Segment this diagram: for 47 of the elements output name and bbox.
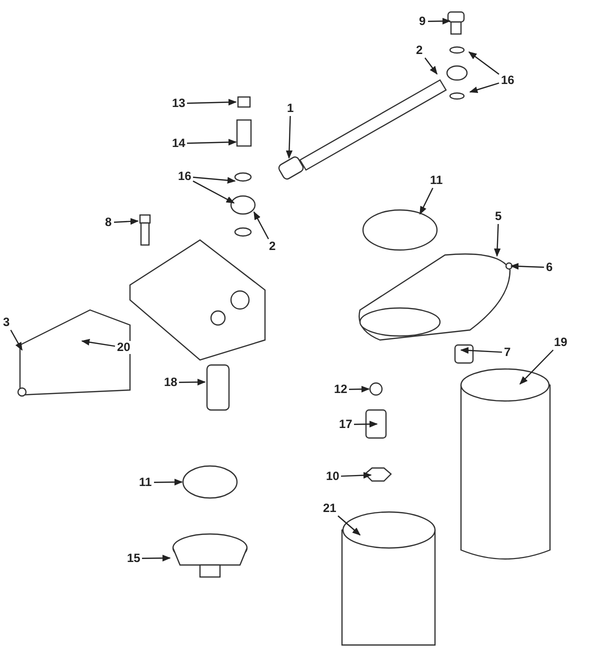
callout-number: 1: [286, 102, 295, 115]
leader-line: [340, 472, 372, 479]
callout-number: 17: [338, 418, 354, 431]
leader-line: [419, 188, 434, 215]
callout-number: 16: [177, 170, 192, 183]
callout-number: 10: [325, 470, 340, 483]
leader-line: [460, 347, 502, 354]
callout-number: 16: [500, 74, 516, 87]
callout-number: 2: [268, 240, 277, 253]
callout-number: 14: [171, 137, 186, 150]
callout-number: 3: [2, 316, 11, 329]
leader-line: [428, 18, 451, 24]
callout-number: 6: [545, 261, 554, 274]
leader-line: [154, 478, 183, 486]
leader-line: [186, 138, 237, 146]
leader-line: [468, 52, 500, 75]
leader-line: [286, 116, 293, 159]
leader-line: [114, 218, 139, 225]
callout-number: 20: [116, 341, 132, 354]
callout-number: 11: [429, 174, 444, 187]
leader-line: [519, 350, 554, 385]
leader-line: [10, 330, 23, 351]
leader-line: [354, 420, 378, 428]
callout-number: 15: [126, 552, 142, 565]
leader-line: [494, 224, 501, 257]
callout-number: 19: [553, 336, 568, 349]
leader-line: [179, 378, 206, 386]
leader-line: [469, 82, 500, 93]
callout-number: 11: [138, 476, 153, 489]
callout-number: 8: [104, 216, 113, 229]
leader-line: [348, 386, 370, 392]
leader-line: [253, 211, 269, 240]
leader-line: [192, 176, 236, 184]
callout-number: 5: [494, 210, 503, 223]
leader-line: [424, 58, 438, 75]
leader-line: [186, 98, 237, 106]
leader-line: [192, 180, 235, 204]
callout-number: 18: [163, 376, 178, 389]
callout-number: 12: [333, 383, 348, 396]
callout-number: 9: [418, 15, 427, 28]
callout-number: 21: [322, 502, 338, 515]
leader-line: [81, 338, 116, 347]
callout-number: 7: [503, 346, 512, 359]
leader-line: [142, 554, 171, 562]
callout-number: 2: [415, 44, 424, 57]
callout-number: 13: [171, 97, 186, 110]
leader-line: [510, 262, 544, 270]
